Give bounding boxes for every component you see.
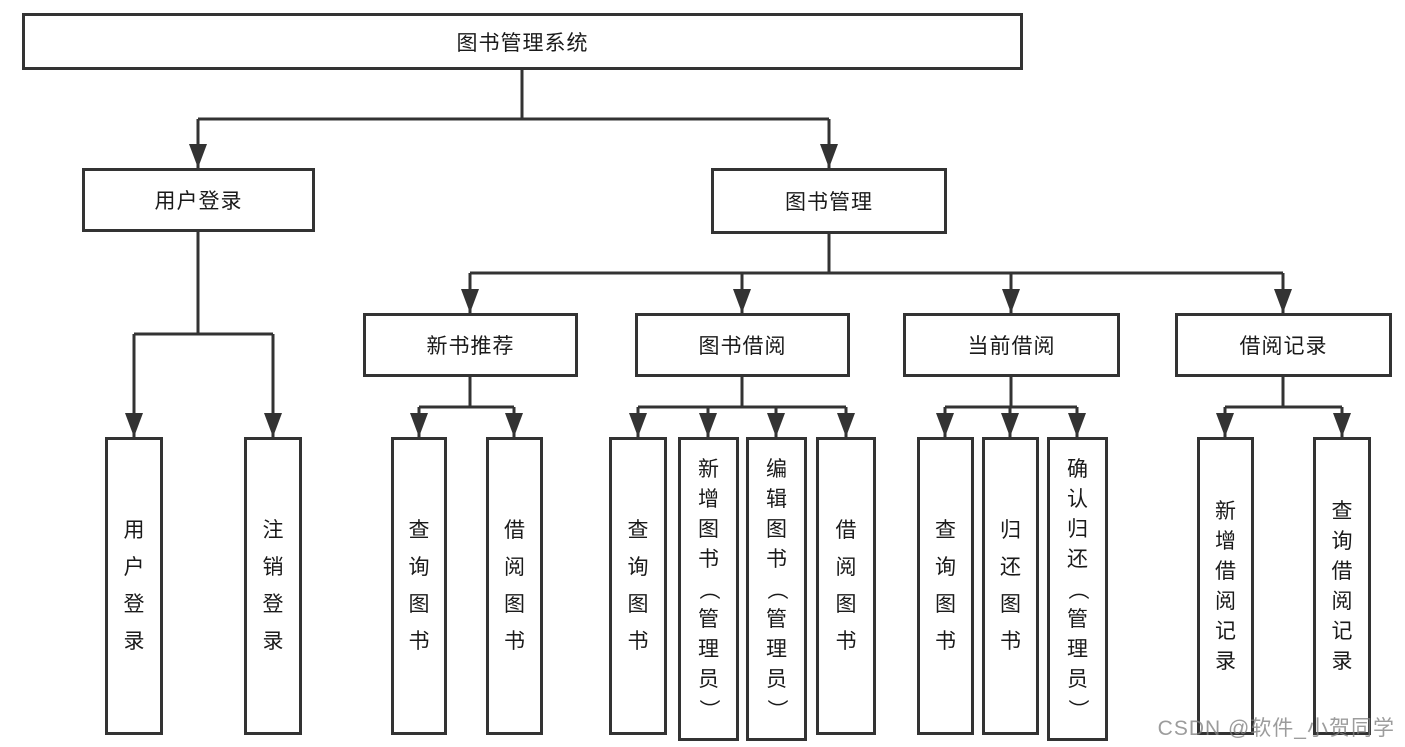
leaf-add-borrow-record-label: 新增借阅记录 (1215, 499, 1236, 673)
leaf-add-books-admin-label: 新增图书（管理员） (697, 457, 720, 720)
arrow-icon (264, 413, 282, 437)
arrow-icon (1001, 413, 1019, 437)
arrow-icon (629, 413, 647, 437)
leaf-user-login-label: 用户登录 (123, 519, 145, 653)
leaf-user-login: 用户登录 (105, 437, 163, 735)
arrow-icon (1216, 413, 1234, 437)
arrow-icon (837, 413, 855, 437)
leaf-recommend-borrow-books-label: 借阅图书 (504, 519, 525, 653)
leaf-current-query-books: 查询图书 (917, 437, 974, 735)
leaf-confirm-return-admin-label: 确认归还（管理员） (1066, 457, 1089, 720)
leaf-logout-label: 注销登录 (262, 519, 284, 653)
arrow-icon (733, 289, 751, 313)
watermark: CSDN @软件_小贺同学 (1157, 717, 1395, 740)
leaf-return-books-label: 归还图书 (1000, 519, 1021, 653)
leaf-borrow-borrow-books: 借阅图书 (816, 437, 876, 735)
leaf-recommend-borrow-books: 借阅图书 (486, 437, 543, 735)
arrow-icon (125, 413, 143, 437)
leaf-borrow-borrow-books-label: 借阅图书 (835, 519, 857, 653)
node-user-login-label: 用户登录 (154, 190, 243, 213)
node-current-borrow-label: 当前借阅 (967, 335, 1056, 358)
leaf-edit-books-admin-label: 编辑图书（管理员） (765, 457, 788, 720)
arrow-icon (767, 413, 785, 437)
node-new-book-recommend-label: 新书推荐 (426, 335, 515, 358)
leaf-add-borrow-record: 新增借阅记录 (1197, 437, 1254, 735)
leaf-query-borrow-record: 查询借阅记录 (1313, 437, 1371, 735)
leaf-query-borrow-record-label: 查询借阅记录 (1331, 499, 1353, 673)
arrow-icon (1274, 289, 1292, 313)
arrow-icon (699, 413, 717, 437)
node-new-book-recommend: 新书推荐 (363, 313, 578, 377)
node-book-borrow: 图书借阅 (635, 313, 850, 377)
node-book-management: 图书管理 (711, 168, 947, 234)
leaf-borrow-query-books: 查询图书 (609, 437, 667, 735)
arrow-icon (189, 144, 207, 168)
node-borrow-records: 借阅记录 (1175, 313, 1392, 377)
node-borrow-records-label: 借阅记录 (1239, 335, 1328, 358)
arrow-icon (410, 413, 428, 437)
node-book-borrow-label: 图书借阅 (698, 335, 787, 358)
node-current-borrow: 当前借阅 (903, 313, 1120, 377)
node-root: 图书管理系统 (22, 13, 1023, 70)
node-root-label: 图书管理系统 (456, 31, 589, 55)
leaf-borrow-query-books-label: 查询图书 (627, 519, 649, 653)
leaf-confirm-return-admin: 确认归还（管理员） (1047, 437, 1108, 741)
arrow-icon (1333, 413, 1351, 437)
arrow-icon (461, 289, 479, 313)
tree-edges (132, 70, 1344, 437)
leaf-recommend-query-books-label: 查询图书 (408, 519, 430, 653)
leaf-return-books: 归还图书 (982, 437, 1039, 735)
leaf-current-query-books-label: 查询图书 (935, 519, 956, 653)
leaf-add-books-admin: 新增图书（管理员） (678, 437, 739, 741)
leaf-recommend-query-books: 查询图书 (391, 437, 447, 735)
leaf-logout: 注销登录 (244, 437, 302, 735)
leaf-edit-books-admin: 编辑图书（管理员） (746, 437, 807, 741)
arrow-icon (1068, 413, 1086, 437)
arrow-icon (1002, 289, 1020, 313)
arrowheads (125, 144, 1351, 437)
node-user-login: 用户登录 (82, 168, 315, 232)
arrow-icon (936, 413, 954, 437)
arrow-icon (505, 413, 523, 437)
node-book-management-label: 图书管理 (785, 191, 873, 214)
arrow-icon (820, 144, 838, 168)
